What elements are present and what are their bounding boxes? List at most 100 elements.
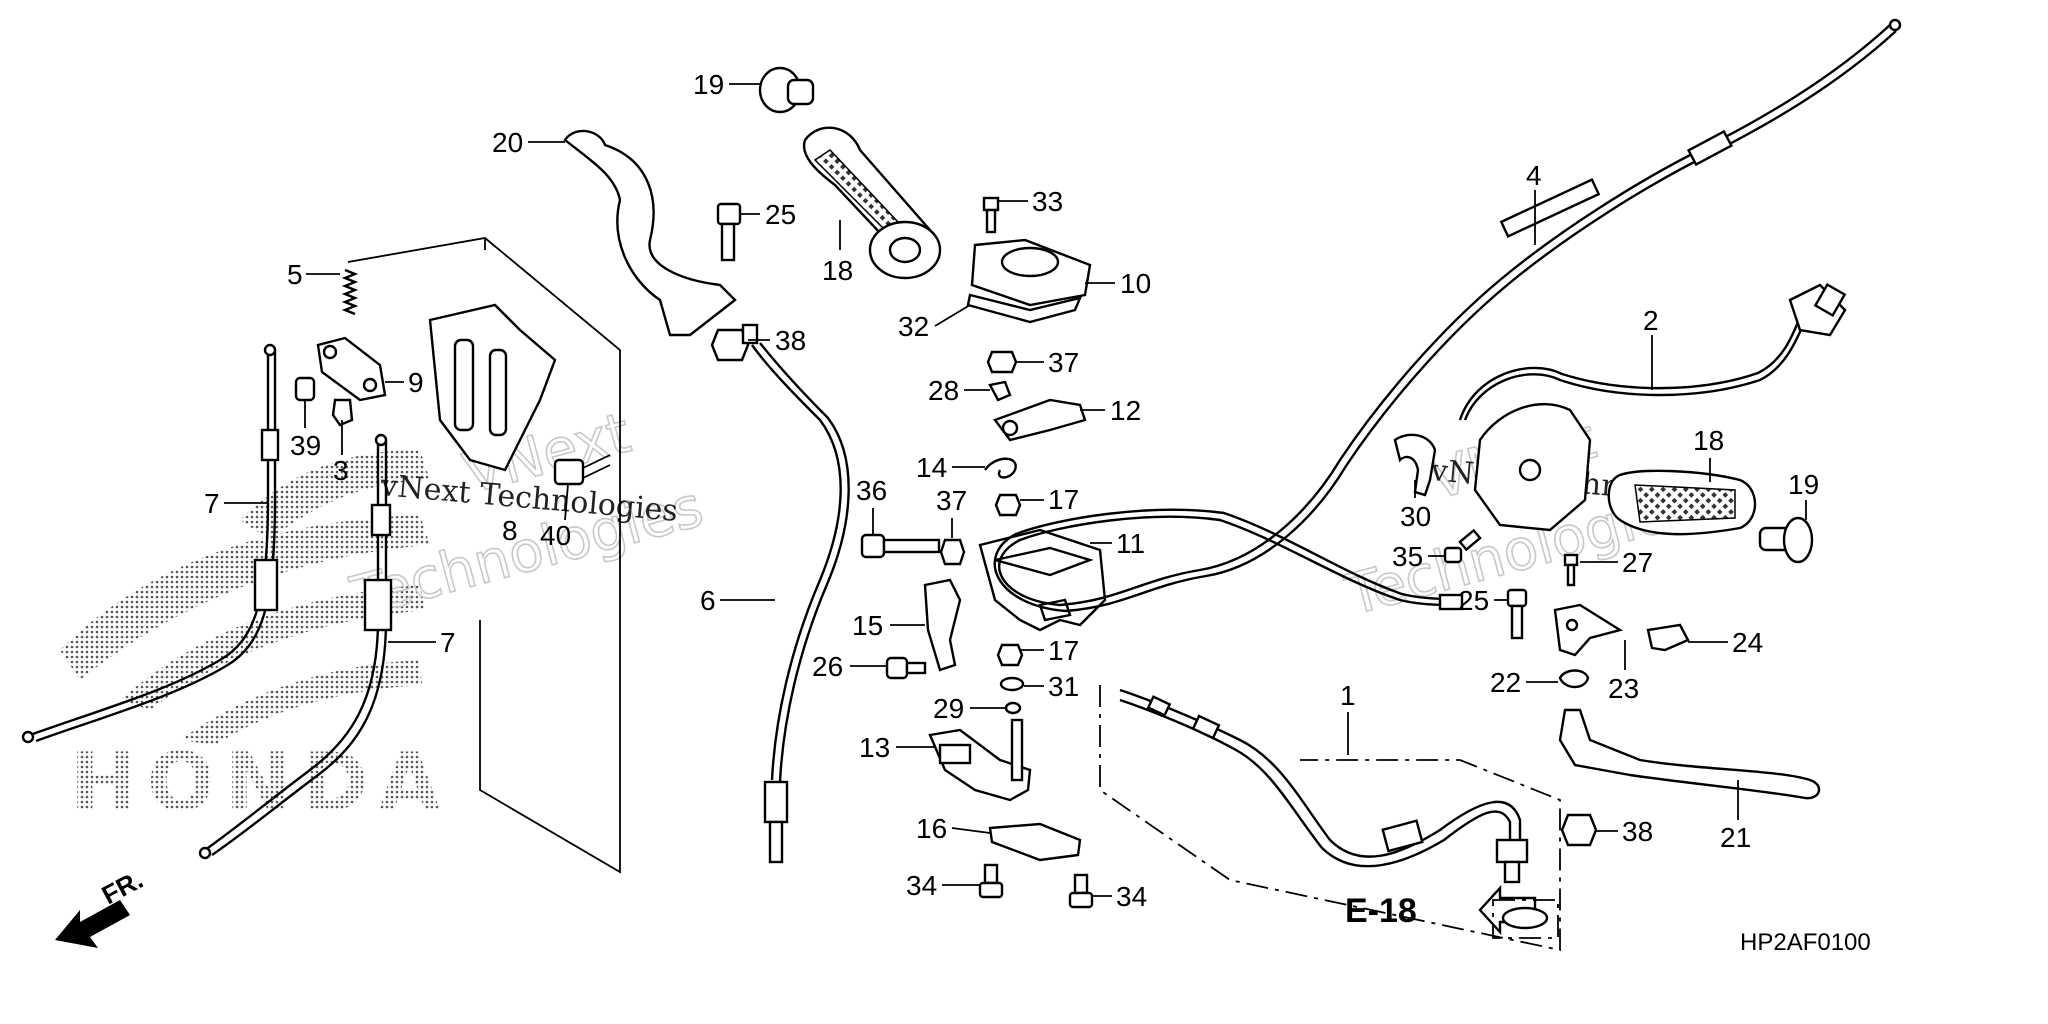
bracket-8: [428, 303, 557, 472]
callout-14: 14: [916, 452, 947, 483]
callout-38-top: 38: [775, 325, 806, 356]
knob-24: [1646, 623, 1690, 652]
callout-7-left: 7: [204, 488, 220, 519]
callout-10: 10: [1120, 268, 1151, 299]
stay-16: [988, 822, 1082, 862]
grip-18-top: [802, 126, 942, 280]
throttle-cable-1-box: [1099, 685, 1561, 952]
collar-17-top: [994, 493, 1022, 517]
gasket-32: [966, 293, 1083, 324]
arrow-front-icon: [55, 900, 130, 948]
bolt-26: [885, 656, 927, 680]
callout-18-right: 18: [1693, 425, 1724, 456]
callout-30: 30: [1400, 501, 1431, 532]
callout-7-right: 7: [440, 627, 456, 658]
throttle-weight-19: [758, 66, 815, 114]
collar-39: [294, 376, 316, 402]
clip-28: [988, 380, 1012, 402]
callout-15: 15: [852, 610, 883, 641]
callout-32: 32: [898, 311, 929, 342]
screw-35: [1443, 528, 1482, 564]
callout-21: 21: [1720, 822, 1751, 853]
washer-31: [999, 676, 1025, 692]
callout-8: 8: [502, 515, 518, 546]
bolt-25-right: [1506, 588, 1528, 640]
nut-37-top: [986, 350, 1018, 374]
logo-text: HONDA: [70, 736, 450, 829]
plate-15: [923, 578, 962, 672]
callout-19-top: 19: [693, 69, 724, 100]
switch-2: [1458, 282, 1847, 421]
screw-27: [1563, 553, 1579, 587]
collar-17-mid: [996, 643, 1024, 667]
callout-1: 1: [1340, 680, 1356, 711]
spring-5: [341, 268, 359, 316]
callout-31: 31: [1048, 671, 1079, 702]
callout-25-top: 25: [765, 199, 796, 230]
callout-19-right: 19: [1788, 469, 1819, 500]
callout-38-right: 38: [1622, 816, 1653, 847]
honda-logo: HONDA: [60, 450, 450, 829]
throttle-weight-19-right: [1758, 516, 1814, 564]
callout-29: 29: [933, 693, 964, 724]
grip-18-right: [1607, 469, 1757, 536]
callout-9: 9: [408, 367, 424, 398]
arm-12: [993, 398, 1087, 442]
cable-7-left: [21, 343, 280, 744]
lever-13: [928, 718, 1032, 802]
clip-3: [331, 398, 354, 427]
callout-26: 26: [812, 651, 843, 682]
callout-17-top: 17: [1048, 484, 1079, 515]
switch-housing: [1473, 402, 1592, 532]
plate-23: [1553, 603, 1623, 657]
section-reference: E-18: [1345, 884, 1559, 939]
part-code: HP2AF0100: [1740, 929, 1871, 956]
callout-28: 28: [928, 375, 959, 406]
cable-6: [741, 323, 850, 864]
throttle-cable-1: [1119, 688, 1529, 884]
callout-33: 33: [1032, 186, 1063, 217]
left-assembly-outline: [347, 237, 621, 874]
callout-37-top: 37: [1048, 347, 1079, 378]
callout-36: 36: [856, 475, 887, 506]
bolt-36: [860, 533, 941, 559]
bolt-25-top: [716, 202, 742, 262]
screw-33: [982, 196, 1000, 234]
callout-24: 24: [1732, 627, 1763, 658]
cable-4: [993, 18, 1902, 613]
callout-16: 16: [916, 813, 947, 844]
spring-14: [984, 457, 1017, 479]
callout-34-left: 34: [906, 870, 937, 901]
callout-11: 11: [1116, 528, 1145, 559]
callout-3: 3: [333, 455, 349, 486]
bolt-34-right: [1068, 873, 1094, 909]
callout-34-right: 34: [1116, 881, 1147, 912]
lever-21: [1558, 708, 1821, 800]
callout-5: 5: [287, 259, 303, 290]
callout-20: 20: [492, 127, 523, 158]
nut-37-mid: [939, 538, 966, 566]
callout-4: 4: [1526, 160, 1542, 191]
callout-18-top: 18: [822, 255, 853, 286]
callout-23: 23: [1608, 673, 1639, 704]
section-ref-label: E-18: [1345, 892, 1417, 930]
callout-27: 27: [1622, 547, 1653, 578]
callout-2: 2: [1643, 305, 1659, 336]
callout-22: 22: [1490, 667, 1521, 698]
clip-30: [1393, 433, 1437, 497]
callout-12: 12: [1110, 395, 1141, 426]
bolt-40: [553, 454, 611, 486]
lever-20: [563, 129, 737, 337]
clamp-9: [316, 336, 387, 402]
callout-39: 39: [290, 430, 321, 461]
callout-37-mid: 37: [936, 485, 967, 516]
callout-17-mid: 17: [1048, 635, 1079, 666]
callout-40: 40: [540, 520, 571, 551]
callout-25-right: 25: [1458, 585, 1489, 616]
callouts: 1 2 3 4 5 6 7 7 8 9 10 11 12 13 14 15 16: [204, 69, 1819, 912]
nut-38-right: [1560, 813, 1598, 847]
front-direction: FR.: [55, 864, 148, 948]
cable-7-right: [198, 433, 393, 860]
cover-10: [970, 238, 1092, 307]
